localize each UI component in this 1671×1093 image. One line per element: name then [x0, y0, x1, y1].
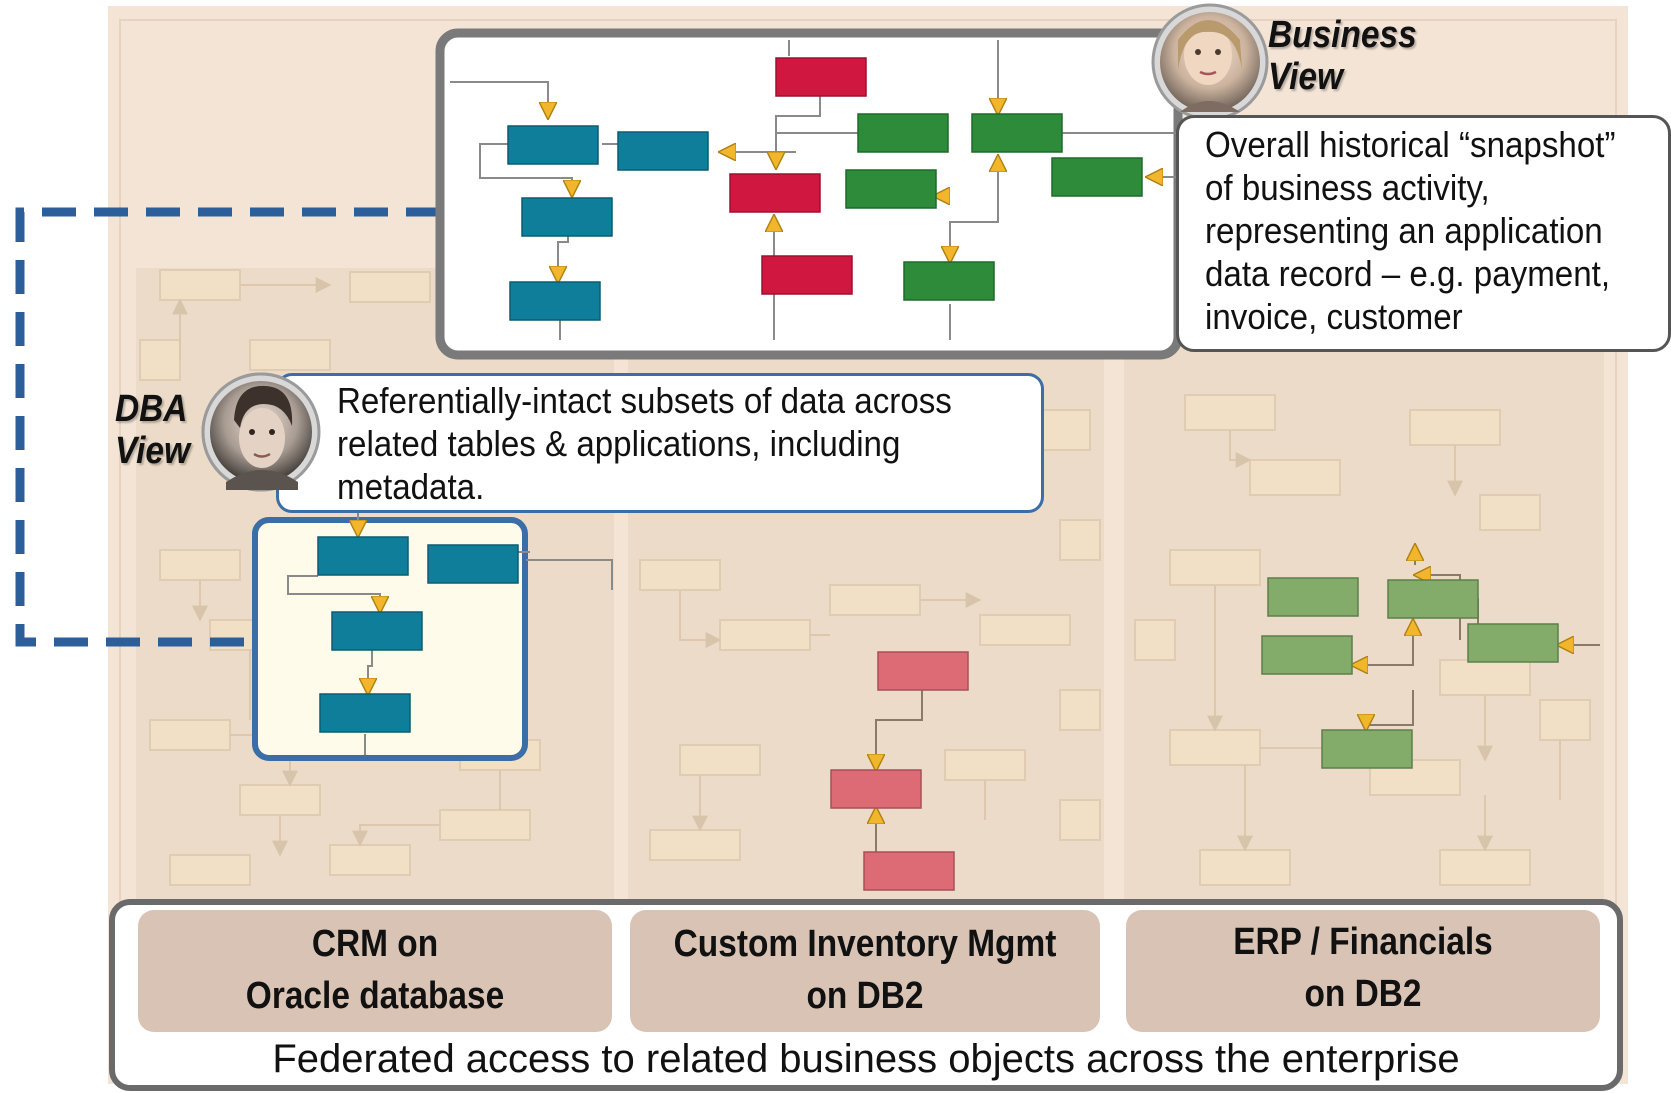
- dba-desc-line: Referentially-intact subsets of data acr…: [337, 380, 952, 421]
- business-view-schema-panel: [435, 28, 1183, 360]
- business-view-title-line1: Business: [1268, 14, 1417, 56]
- dba-subset-panel: [252, 500, 613, 761]
- system-label-inventory: Custom Inventory Mgmt on DB2: [658, 918, 1072, 1022]
- dba-view-title: DBA View: [115, 388, 190, 472]
- dba-desc-line: metadata.: [337, 466, 485, 507]
- business-desc-line: Overall historical “snapshot”: [1205, 124, 1616, 165]
- dba-avatar-overlay: [201, 372, 321, 492]
- business-desc-line: of business activity,: [1205, 167, 1490, 208]
- dba-view-title-line1: DBA: [115, 388, 188, 430]
- dba-desc-line: related tables & applications, including: [337, 423, 901, 464]
- inventory-red-entities: [830, 651, 969, 891]
- erp-green-entities: [1261, 545, 1600, 769]
- system-crm-line2: Oracle database: [245, 975, 505, 1017]
- system-inventory-line2: on DB2: [806, 975, 924, 1017]
- faded-schema-links: [172, 277, 1561, 857]
- dba-view-title-line2: View: [115, 430, 190, 472]
- system-erp-line2: on DB2: [1304, 973, 1422, 1015]
- system-crm-line1: CRM on: [311, 923, 439, 965]
- dba-view-callout: Referentially-intact subsets of data acr…: [276, 373, 1044, 513]
- footer-caption: Federated access to related business obj…: [272, 1037, 1460, 1081]
- business-desc-line: invoice, customer: [1205, 296, 1463, 337]
- system-inventory-line1: Custom Inventory Mgmt: [673, 923, 1057, 965]
- system-label-crm: CRM on Oracle database: [166, 918, 583, 1022]
- business-user-avatar: [1151, 3, 1269, 121]
- business-desc-line: data record – e.g. payment,: [1205, 253, 1611, 294]
- dba-view-description: Referentially-intact subsets of data acr…: [337, 379, 1055, 508]
- business-view-title-line2: View: [1268, 56, 1343, 98]
- business-view-callout: Overall historical “snapshot” of busines…: [1176, 115, 1671, 352]
- business-desc-line: representing an application: [1205, 210, 1603, 251]
- system-label-erp: ERP / Financials on DB2: [1154, 916, 1571, 1020]
- system-erp-line1: ERP / Financials: [1233, 921, 1493, 963]
- dashed-connector: [15, 207, 440, 647]
- system-box-inventory: [630, 910, 1100, 1032]
- business-view-title: Business View: [1268, 14, 1417, 98]
- system-box-crm: [138, 910, 612, 1032]
- business-view-description: Overall historical “snapshot” of busines…: [1205, 123, 1671, 338]
- system-box-erp: [1126, 910, 1600, 1032]
